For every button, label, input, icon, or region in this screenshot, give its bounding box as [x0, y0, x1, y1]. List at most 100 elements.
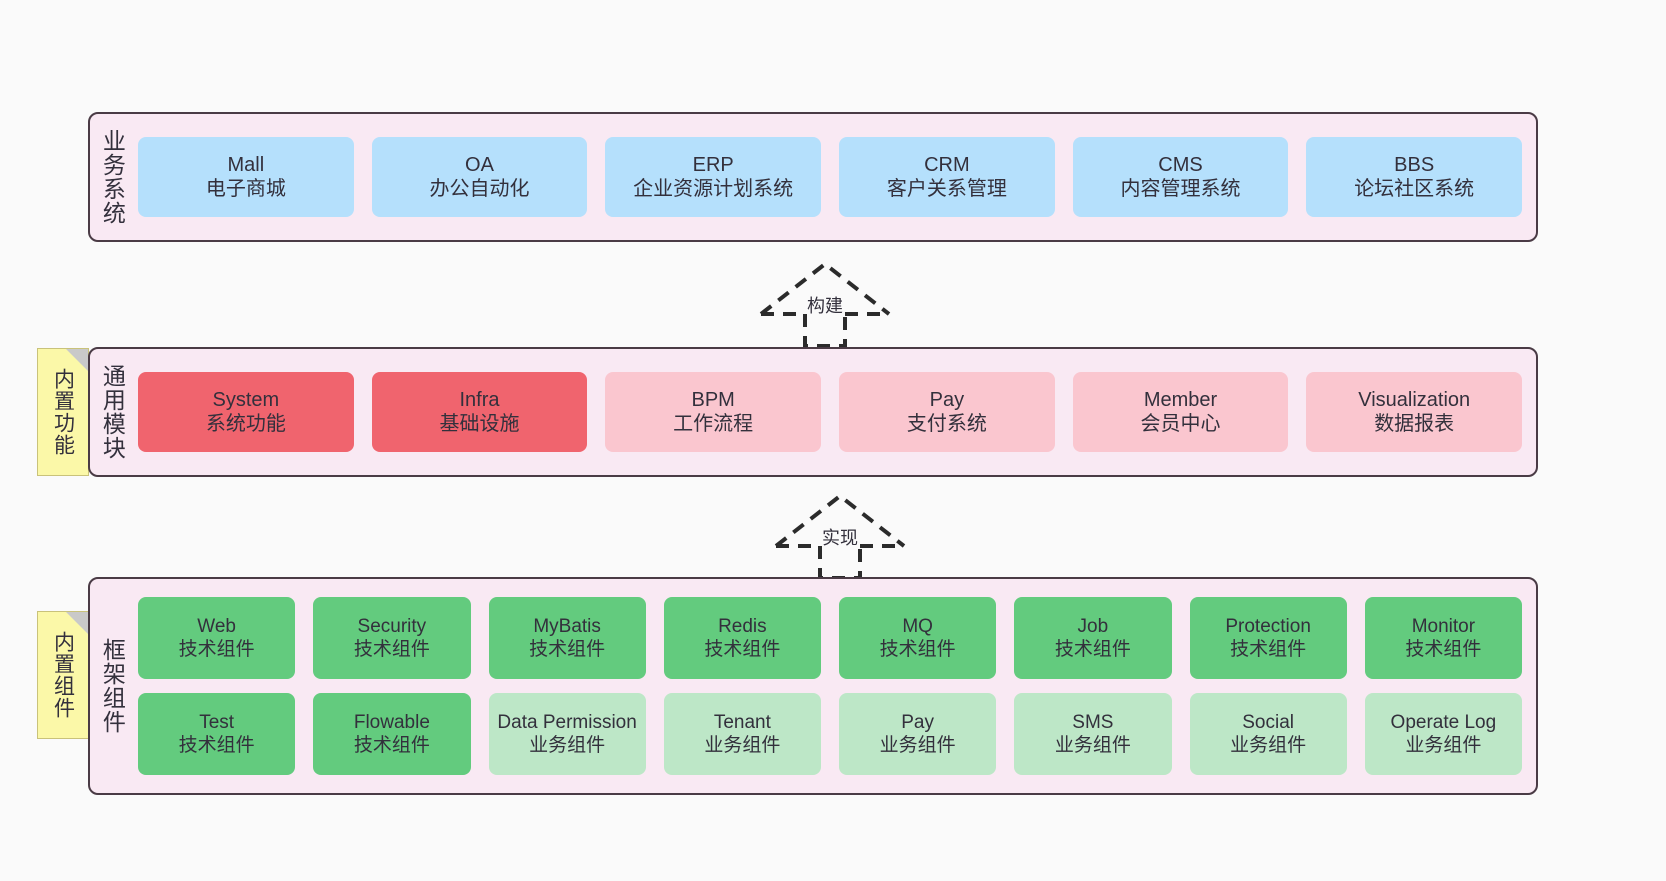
node-label-en: Tenant — [713, 711, 771, 733]
node-mybatis[interactable]: MyBatis 技术组件 — [488, 597, 646, 679]
node-label-en: Operate Log — [1390, 711, 1497, 733]
node-label-en: Security — [357, 615, 427, 637]
layer-title-common: 通用模块 — [99, 364, 126, 460]
node-label-en: Data Permission — [497, 711, 637, 733]
node-operate-log[interactable]: Operate Log 业务组件 — [1364, 693, 1522, 775]
layer-row: System 系统功能 Infra 基础设施 BPM 工作流程 Pay 支付系统… — [138, 372, 1523, 452]
node-label-en: Protection — [1225, 615, 1311, 637]
node-label-cn: 基础设施 — [439, 413, 520, 435]
node-pay-business[interactable]: Pay 业务组件 — [839, 693, 997, 775]
node-visualization[interactable]: Visualization 数据报表 — [1306, 372, 1523, 452]
node-label-cn: 技术组件 — [353, 639, 430, 660]
layer-business-systems[interactable]: 业务系统 Mall 电子商城 OA 办公自动化 ERP 企业资源计划系统 CRM… — [88, 112, 1538, 242]
layer-row: Test 技术组件 Flowable 技术组件 Data Permission … — [138, 693, 1522, 775]
node-label-cn: 业务组件 — [1230, 735, 1307, 756]
node-security[interactable]: Security 技术组件 — [313, 597, 471, 679]
node-label-cn: 技术组件 — [529, 639, 606, 660]
node-label-en: BPM — [691, 388, 735, 411]
node-job[interactable]: Job 技术组件 — [1014, 597, 1172, 679]
dashed-hollow-arrow-icon — [759, 261, 891, 348]
node-label-cn: 办公自动化 — [429, 178, 530, 200]
node-social[interactable]: Social 业务组件 — [1189, 693, 1347, 775]
node-label-cn: 技术组件 — [178, 639, 255, 660]
generalization-arrow-build[interactable]: 构建 — [745, 258, 905, 350]
node-label-en: MQ — [902, 615, 933, 637]
node-label-en: Flowable — [353, 711, 430, 733]
node-label-cn: 数据报表 — [1374, 413, 1455, 435]
generalization-arrow-implement[interactable]: 实现 — [760, 490, 920, 582]
node-label-en: Redis — [718, 615, 767, 637]
node-label-en: Web — [197, 615, 236, 637]
note-label: 内置功能 — [51, 368, 75, 456]
node-data-permission[interactable]: Data Permission 业务组件 — [488, 693, 646, 775]
node-label-en: Pay — [929, 388, 965, 411]
arrow-label-implement: 实现 — [822, 528, 858, 548]
note-label: 内置组件 — [51, 631, 75, 719]
node-tenant[interactable]: Tenant 业务组件 — [663, 693, 821, 775]
node-label-cn: 企业资源计划系统 — [633, 178, 794, 200]
layer-row: Web 技术组件 Security 技术组件 MyBatis 技术组件 Redi… — [138, 597, 1522, 679]
node-system[interactable]: System 系统功能 — [138, 372, 354, 452]
node-label-cn: 技术组件 — [1054, 639, 1131, 660]
node-label-en: Infra — [459, 388, 500, 411]
node-label-cn: 技术组件 — [1230, 639, 1307, 660]
node-redis[interactable]: Redis 技术组件 — [663, 597, 821, 679]
node-label-en: Monitor — [1411, 615, 1476, 637]
node-label-cn: 支付系统 — [906, 413, 987, 435]
node-label-en: Visualization — [1358, 388, 1471, 411]
arrow-label-build: 构建 — [807, 296, 843, 316]
node-protection[interactable]: Protection 技术组件 — [1189, 597, 1347, 679]
node-label-cn: 电子商城 — [205, 178, 286, 200]
node-label-cn: 业务组件 — [1054, 735, 1131, 756]
node-label-en: CMS — [1158, 153, 1203, 176]
node-label-cn: 业务组件 — [529, 735, 606, 756]
node-label-cn: 业务组件 — [1405, 735, 1482, 756]
node-bbs[interactable]: BBS 论坛社区系统 — [1306, 137, 1523, 217]
node-label-en: Test — [199, 711, 235, 733]
node-bpm[interactable]: BPM 工作流程 — [605, 372, 822, 452]
node-label-en: Job — [1077, 615, 1109, 637]
layer-framework-components[interactable]: 框架组件 Web 技术组件 Security 技术组件 MyBatis 技术组件… — [88, 577, 1538, 795]
node-label-cn: 业务组件 — [704, 735, 781, 756]
node-member[interactable]: Member 会员中心 — [1072, 372, 1289, 452]
node-label-cn: 技术组件 — [1405, 639, 1482, 660]
node-flowable[interactable]: Flowable 技术组件 — [313, 693, 471, 775]
node-label-en: ERP — [692, 153, 734, 176]
node-label-en: SMS — [1072, 711, 1114, 733]
node-mq[interactable]: MQ 技术组件 — [839, 597, 997, 679]
node-mall[interactable]: Mall 电子商城 — [138, 137, 354, 217]
layer-title-business: 业务系统 — [99, 129, 126, 225]
layer-body-common: System 系统功能 Infra 基础设施 BPM 工作流程 Pay 支付系统… — [134, 349, 1536, 475]
node-pay[interactable]: Pay 支付系统 — [839, 372, 1055, 452]
node-test[interactable]: Test 技术组件 — [138, 693, 296, 775]
node-label-en: System — [212, 388, 280, 411]
node-label-cn: 技术组件 — [879, 639, 956, 660]
note-builtin-component[interactable]: 内置组件 — [37, 611, 89, 739]
node-label-cn: 内容管理系统 — [1120, 178, 1241, 200]
node-label-cn: 业务组件 — [879, 735, 956, 756]
node-label-en: CRM — [924, 153, 970, 176]
node-label-en: OA — [465, 153, 494, 176]
node-oa[interactable]: OA 办公自动化 — [371, 137, 588, 217]
node-crm[interactable]: CRM 客户关系管理 — [839, 137, 1055, 217]
node-sms[interactable]: SMS 业务组件 — [1014, 693, 1172, 775]
node-monitor[interactable]: Monitor 技术组件 — [1364, 597, 1522, 679]
node-label-cn: 论坛社区系统 — [1354, 178, 1475, 200]
node-infra[interactable]: Infra 基础设施 — [371, 372, 588, 452]
node-label-cn: 工作流程 — [673, 413, 754, 435]
node-web[interactable]: Web 技术组件 — [138, 597, 296, 679]
node-cms[interactable]: CMS 内容管理系统 — [1072, 137, 1289, 217]
node-erp[interactable]: ERP 企业资源计划系统 — [605, 137, 822, 217]
node-label-cn: 技术组件 — [704, 639, 781, 660]
node-label-cn: 客户关系管理 — [886, 178, 1007, 200]
node-label-cn: 系统功能 — [205, 413, 286, 435]
node-label-en: MyBatis — [533, 615, 601, 637]
node-label-en: Member — [1143, 388, 1218, 411]
layer-title-framework: 框架组件 — [99, 638, 126, 734]
node-label-cn: 技术组件 — [353, 735, 430, 756]
node-label-cn: 会员中心 — [1140, 413, 1221, 435]
note-builtin-function[interactable]: 内置功能 — [37, 348, 89, 476]
node-label-en: Pay — [901, 711, 934, 733]
layer-common-modules[interactable]: 通用模块 System 系统功能 Infra 基础设施 BPM 工作流程 Pay… — [88, 347, 1538, 477]
node-label-en: Social — [1242, 711, 1294, 733]
